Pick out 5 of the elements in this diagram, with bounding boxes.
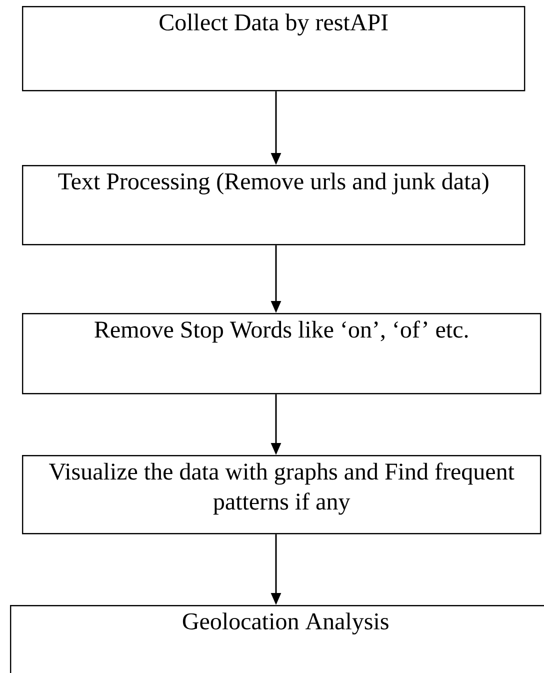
process-box: Text Processing (Remove urls and junk data): [22, 165, 526, 246]
process-box: Visualize the data with graphs and Find frequent patterns if any: [22, 455, 542, 534]
process-box: Collect Data by restAPI: [22, 6, 526, 92]
process-box: Remove Stop Words like ‘on’, ‘of’ etc.: [22, 313, 542, 394]
process-box: Geolocation Analysis: [10, 605, 544, 673]
